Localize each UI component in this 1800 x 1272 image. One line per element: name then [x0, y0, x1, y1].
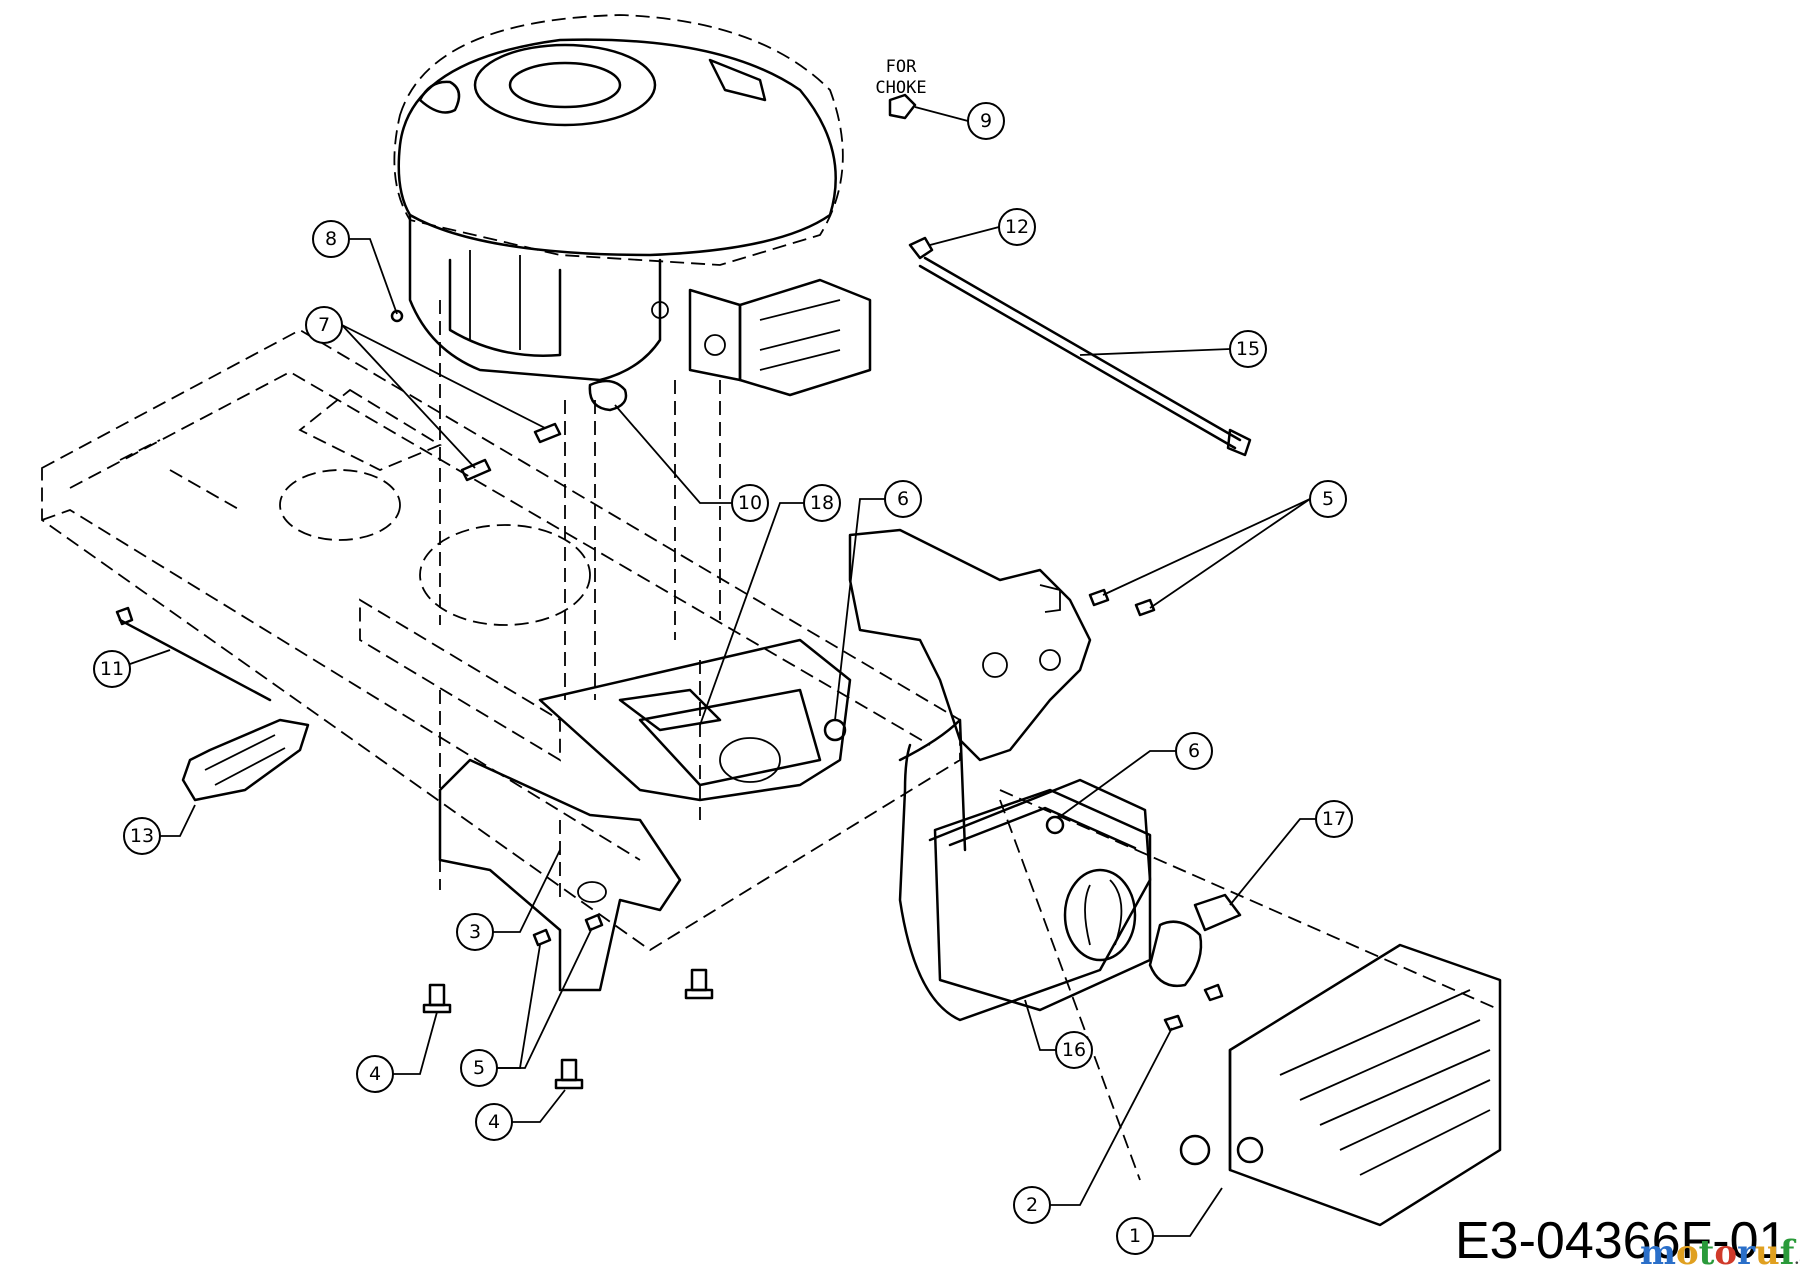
- choke-note-line-1: FOR: [886, 57, 917, 77]
- clip-cover: [181, 718, 310, 802]
- callout-11: [93, 650, 131, 688]
- callout-8-label: 8: [325, 228, 337, 250]
- callout-11-label: 11: [100, 658, 124, 680]
- callout-4-left: [356, 1055, 394, 1093]
- callout-1: [1116, 1217, 1154, 1255]
- callout-4-left-label: 4: [369, 1063, 381, 1085]
- choke-note-line-2: CHOKE: [875, 78, 926, 98]
- callout-3: [456, 913, 494, 951]
- side-bracket-right: [848, 528, 1092, 762]
- heat-shield: [999, 789, 1502, 1227]
- callout-16: [1055, 1031, 1093, 1069]
- callout-7: [305, 306, 343, 344]
- chassis-frame: [41, 328, 961, 952]
- watermark-logo: motoruf.de: [1640, 1233, 1800, 1272]
- callout-2-label: 2: [1026, 1194, 1038, 1216]
- callout-17-label: 17: [1322, 808, 1346, 830]
- callout-6-upper: [884, 480, 922, 518]
- cable-tie: [115, 606, 272, 702]
- callout-17: [1315, 800, 1353, 838]
- callout-12-label: 12: [1005, 216, 1029, 238]
- callout-15: [1229, 330, 1267, 368]
- callout-12: [998, 208, 1036, 246]
- muffler: [898, 718, 1242, 1022]
- callout-15-label: 15: [1236, 338, 1260, 360]
- callout-4-lower: [475, 1103, 513, 1141]
- callout-2: [1013, 1186, 1051, 1224]
- callout-16-label: 16: [1062, 1039, 1086, 1061]
- callout-8: [312, 220, 350, 258]
- callout-9: [967, 102, 1005, 140]
- callout-6-lower: [1175, 732, 1213, 770]
- callout-18: [803, 484, 841, 522]
- callout-5-right-label: 5: [1322, 488, 1334, 510]
- callout-5-right: [1309, 480, 1347, 518]
- callout-13-label: 13: [130, 825, 154, 847]
- callout-6-lower-label: 6: [1188, 740, 1200, 762]
- engine-mount-lines: [439, 300, 721, 900]
- svg-text:motoruf.de: motoruf.de: [1640, 1233, 1800, 1272]
- callout-6-upper-label: 6: [897, 488, 909, 510]
- callout-10-label: 10: [738, 492, 762, 514]
- callout-18-label: 18: [810, 492, 834, 514]
- callout-3-label: 3: [469, 921, 481, 943]
- callout-10: [731, 484, 769, 522]
- callout-4-lower-label: 4: [488, 1111, 500, 1133]
- choke-rod: [918, 256, 1252, 457]
- callout-13: [123, 817, 161, 855]
- callouts: 9 12 8 7 15 10 18 6 5: [93, 102, 1353, 1255]
- callout-9-label: 9: [980, 110, 992, 132]
- choke-note: FOR CHOKE: [875, 57, 926, 98]
- callout-5-lower: [460, 1049, 498, 1087]
- callout-5-lower-label: 5: [473, 1057, 485, 1079]
- engine: [393, 14, 872, 397]
- callout-1-label: 1: [1129, 1225, 1141, 1247]
- mount-brackets: [438, 638, 852, 992]
- drawing-code: E3-04366F-01: [1455, 1212, 1787, 1270]
- callout-7-label: 7: [318, 314, 330, 336]
